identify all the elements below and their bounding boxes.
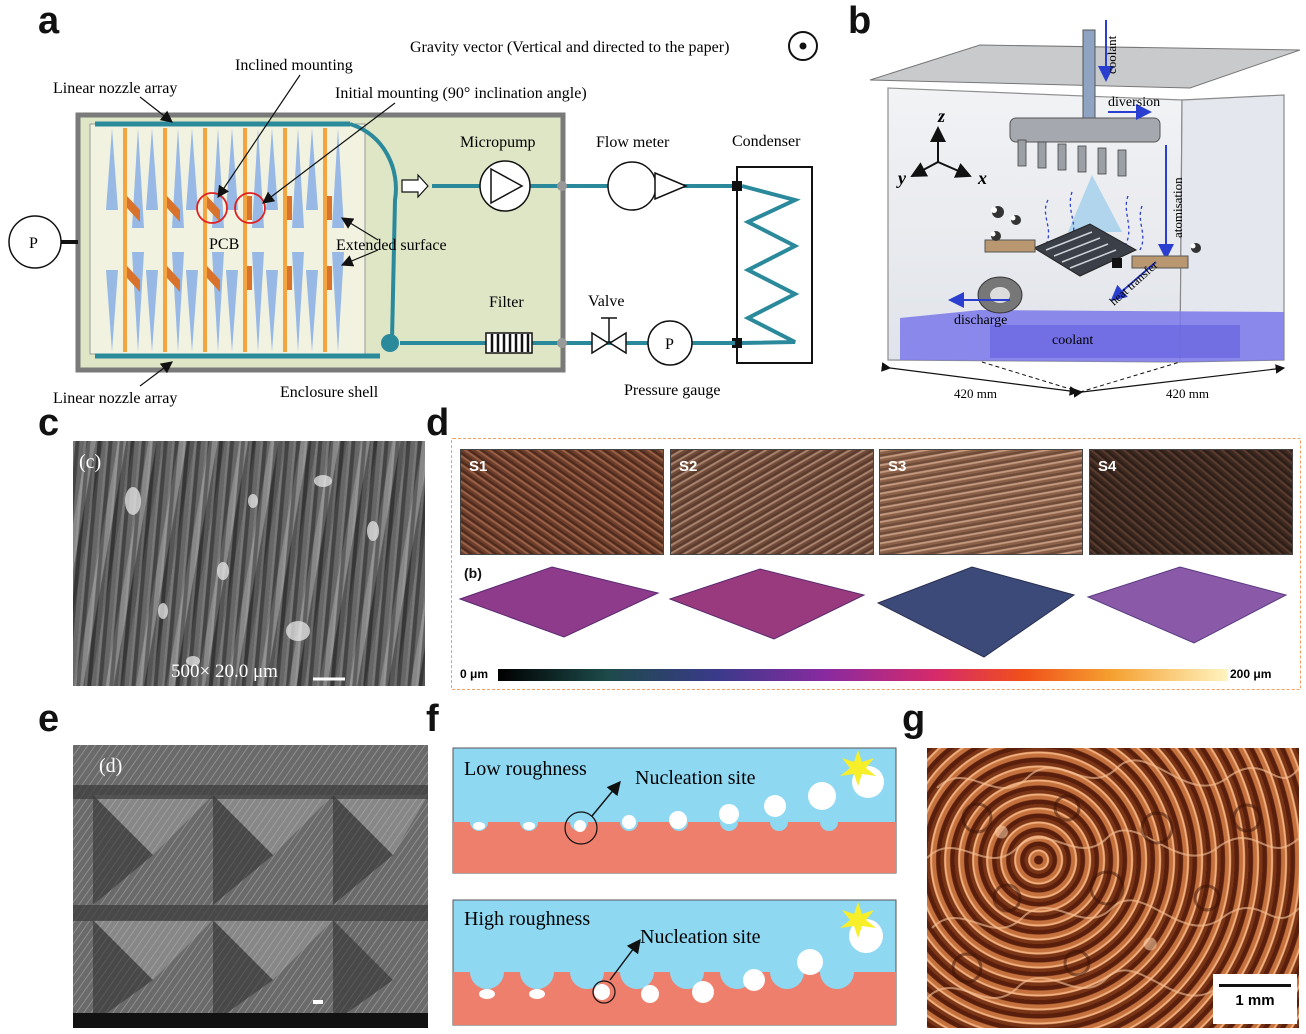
tile-s3: S3: [879, 449, 1083, 555]
label-b-dim-right: 420 mm: [1166, 386, 1209, 401]
label-gravity-vector: Gravity vector (Vertical and directed to…: [410, 39, 729, 56]
label-p-left: P: [29, 235, 38, 252]
sem-image-e: (d): [73, 745, 428, 1028]
label-b-coolant-top: coolant: [1104, 35, 1119, 74]
tile-s2-label: S2: [679, 458, 698, 475]
label-b-atomisation: atomisation: [1170, 177, 1185, 238]
label-b-dim-left: 420 mm: [954, 386, 997, 401]
label-p-gauge: P: [665, 336, 674, 353]
panel-letter-b: b: [848, 0, 872, 42]
label-enclosure-shell: Enclosure shell: [280, 384, 379, 401]
label-b-axis-y: y: [896, 168, 907, 188]
label-b-diversion: diversion: [1108, 95, 1160, 110]
sem-c-tag: (c): [79, 451, 102, 473]
label-b-discharge: discharge: [954, 313, 1007, 328]
panel-d-sublabel: (b): [464, 565, 482, 581]
label-valve: Valve: [588, 293, 624, 310]
panel-letter-e: e: [38, 698, 60, 740]
label-b-coolant-bottom: coolant: [1052, 333, 1093, 348]
label-initial-mounting: Initial mounting (90° inclination angle): [335, 85, 587, 102]
tile-s4-label: S4: [1098, 458, 1117, 475]
panel-a-schematic: Gravity vector (Vertical and directed to…: [8, 31, 818, 407]
tile-s1-label: S1: [469, 458, 488, 475]
copper-foam-image: 1 mm: [927, 748, 1299, 1028]
label-linear-nozzle-array-top: Linear nozzle array: [53, 80, 177, 97]
label-filter: Filter: [489, 294, 524, 311]
colorbar: [498, 669, 1228, 681]
label-f-low-roughness: Low roughness: [464, 758, 587, 780]
scale-bar-line: [1219, 984, 1291, 987]
sem-c-scale: 500× 20.0 μm: [171, 661, 278, 682]
tile-s3-label: S3: [888, 458, 907, 475]
label-b-axis-x: x: [977, 168, 987, 188]
tile-s1: S1: [460, 449, 664, 555]
label-condenser: Condenser: [732, 133, 801, 150]
label-inclined-mounting: Inclined mounting: [235, 57, 353, 74]
panel-letter-a: a: [38, 0, 60, 42]
tile-s2: S2: [670, 449, 874, 555]
scale-bar-box: 1 mm: [1213, 974, 1297, 1024]
scale-bar-label: 1 mm: [1235, 992, 1275, 1009]
panel-letter-d: d: [426, 402, 450, 444]
label-b-axis-z: z: [937, 106, 945, 126]
panel-letter-c: c: [38, 402, 60, 444]
panel-f-nucleation-diagram: Low roughness Nucleation site High rough…: [452, 747, 897, 1026]
panel-letter-g: g: [902, 698, 926, 740]
label-f-nucleation-bottom: Nucleation site: [640, 926, 761, 948]
panel-d-frame: S1 S2 S3 S4 (b) 0 μm 200 μm: [451, 438, 1301, 690]
label-pressure-gauge: Pressure gauge: [624, 382, 720, 399]
tile-s4: S4: [1089, 449, 1293, 555]
label-micropump: Micropump: [460, 134, 536, 151]
colorbar-max-label: 200 μm: [1230, 667, 1272, 681]
panel-letter-f: f: [426, 698, 439, 740]
label-f-nucleation-top: Nucleation site: [635, 767, 756, 789]
panel-b-3d-chamber: coolant diversion atomisation heat trans…: [869, 20, 1301, 401]
sem-e-tag: (d): [99, 755, 123, 777]
sem-image-c: (c) 500× 20.0 μm: [73, 441, 425, 686]
label-extended-surface: Extended surface: [336, 237, 447, 254]
label-pcb: PCB: [209, 236, 239, 253]
label-f-high-roughness: High roughness: [464, 908, 590, 930]
colorbar-min-label: 0 μm: [460, 667, 489, 681]
label-linear-nozzle-array-bottom: Linear nozzle array: [53, 390, 177, 407]
label-flow-meter: Flow meter: [596, 134, 670, 151]
